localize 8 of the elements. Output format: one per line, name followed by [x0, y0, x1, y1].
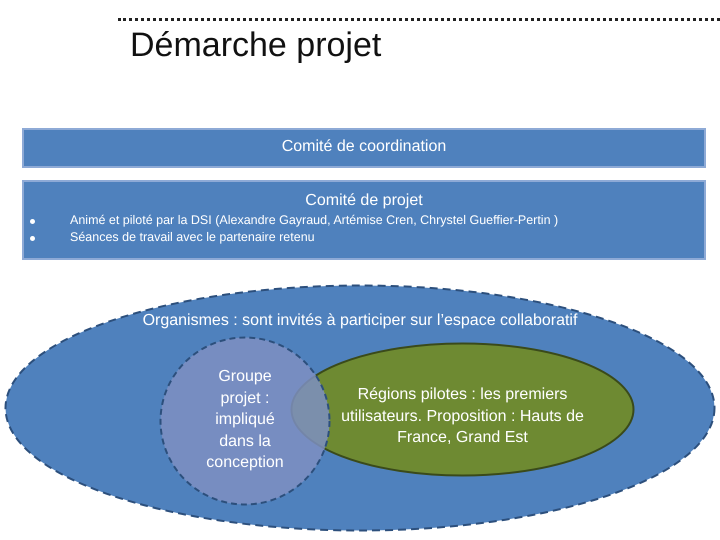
region-label: Régions pilotes : les premiers utilisateurs. Proposition : Hauts de France, Grand Est: [340, 385, 585, 448]
bullet-text: Animé et piloté par la DSI (Alexandre Gayraud, Artémise Cren, Chrystel Gueffier-Pertin ): [70, 213, 558, 227]
bullet-text: Séances de travail avec le partenaire retenu: [70, 230, 315, 244]
region-heading: Organismes : sont invités à participer sur l’espace collaboratif: [142, 312, 578, 330]
box-heading: Comité de coordination: [280, 138, 448, 156]
box-heading: Comité de projet: [304, 192, 424, 210]
region-label: Groupe projet : impliqué dans la conception: [205, 367, 285, 473]
slide-title: Démarche projet: [130, 26, 382, 65]
